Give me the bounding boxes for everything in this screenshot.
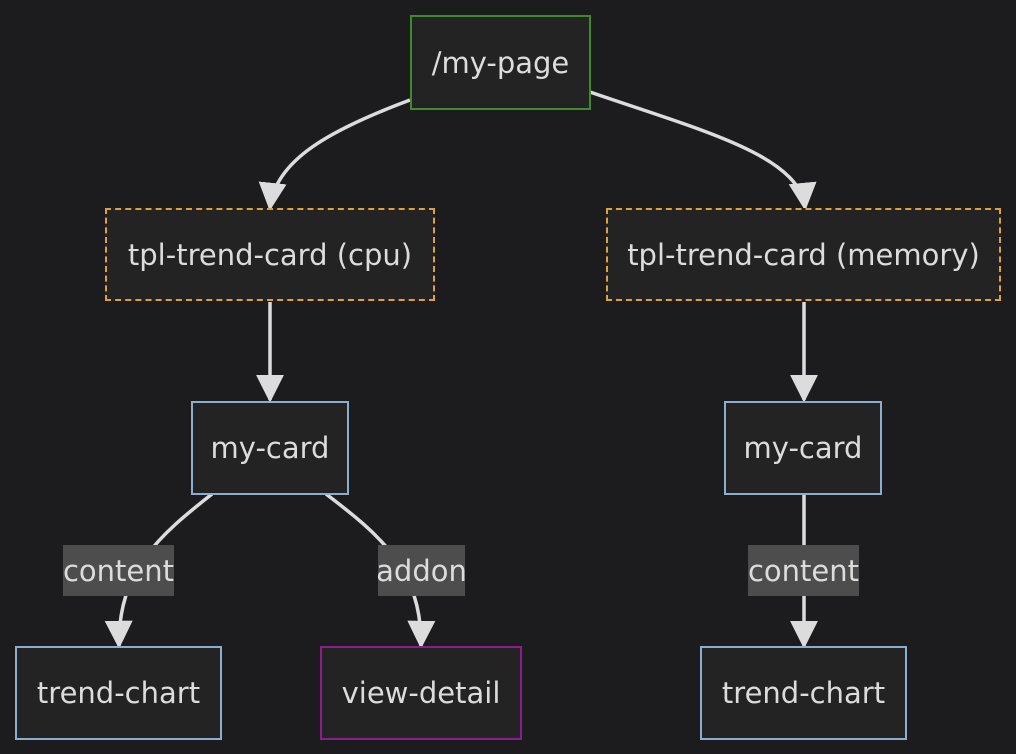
node-my-card-right-label: my-card bbox=[743, 431, 863, 465]
node-trend-chart-right: trend-chart bbox=[700, 646, 907, 740]
node-tpl-trend-card-memory-label: tpl-trend-card (memory) bbox=[627, 237, 980, 272]
node-trend-chart-left: trend-chart bbox=[15, 646, 222, 740]
edge-page-to-tpl-memory bbox=[589, 90, 817, 211]
node-my-page-label: /my-page bbox=[431, 45, 570, 80]
node-view-detail-label: view-detail bbox=[341, 676, 501, 710]
node-view-detail: view-detail bbox=[320, 646, 522, 740]
node-my-card-right: my-card bbox=[724, 401, 882, 495]
node-trend-chart-left-label: trend-chart bbox=[36, 676, 201, 710]
node-my-page: /my-page bbox=[410, 15, 591, 110]
node-tpl-trend-card-cpu: tpl-trend-card (cpu) bbox=[105, 208, 435, 301]
edge-page-to-tpl-cpu bbox=[258, 98, 411, 211]
edge-label-content-right-text: content bbox=[747, 553, 860, 588]
node-trend-chart-right-label: trend-chart bbox=[721, 676, 886, 710]
edge-label-addon-text: addon bbox=[376, 553, 467, 588]
edge-label-content-right: content bbox=[748, 545, 859, 596]
node-tpl-trend-card-cpu-label: tpl-trend-card (cpu) bbox=[127, 237, 413, 272]
node-tpl-trend-card-memory: tpl-trend-card (memory) bbox=[606, 208, 1001, 301]
edge-label-addon: addon bbox=[376, 545, 467, 596]
edge-label-content-left: content bbox=[63, 545, 174, 596]
node-my-card-left-label: my-card bbox=[210, 431, 330, 465]
node-my-card-left: my-card bbox=[191, 401, 349, 495]
edge-label-content-left-text: content bbox=[62, 553, 175, 588]
